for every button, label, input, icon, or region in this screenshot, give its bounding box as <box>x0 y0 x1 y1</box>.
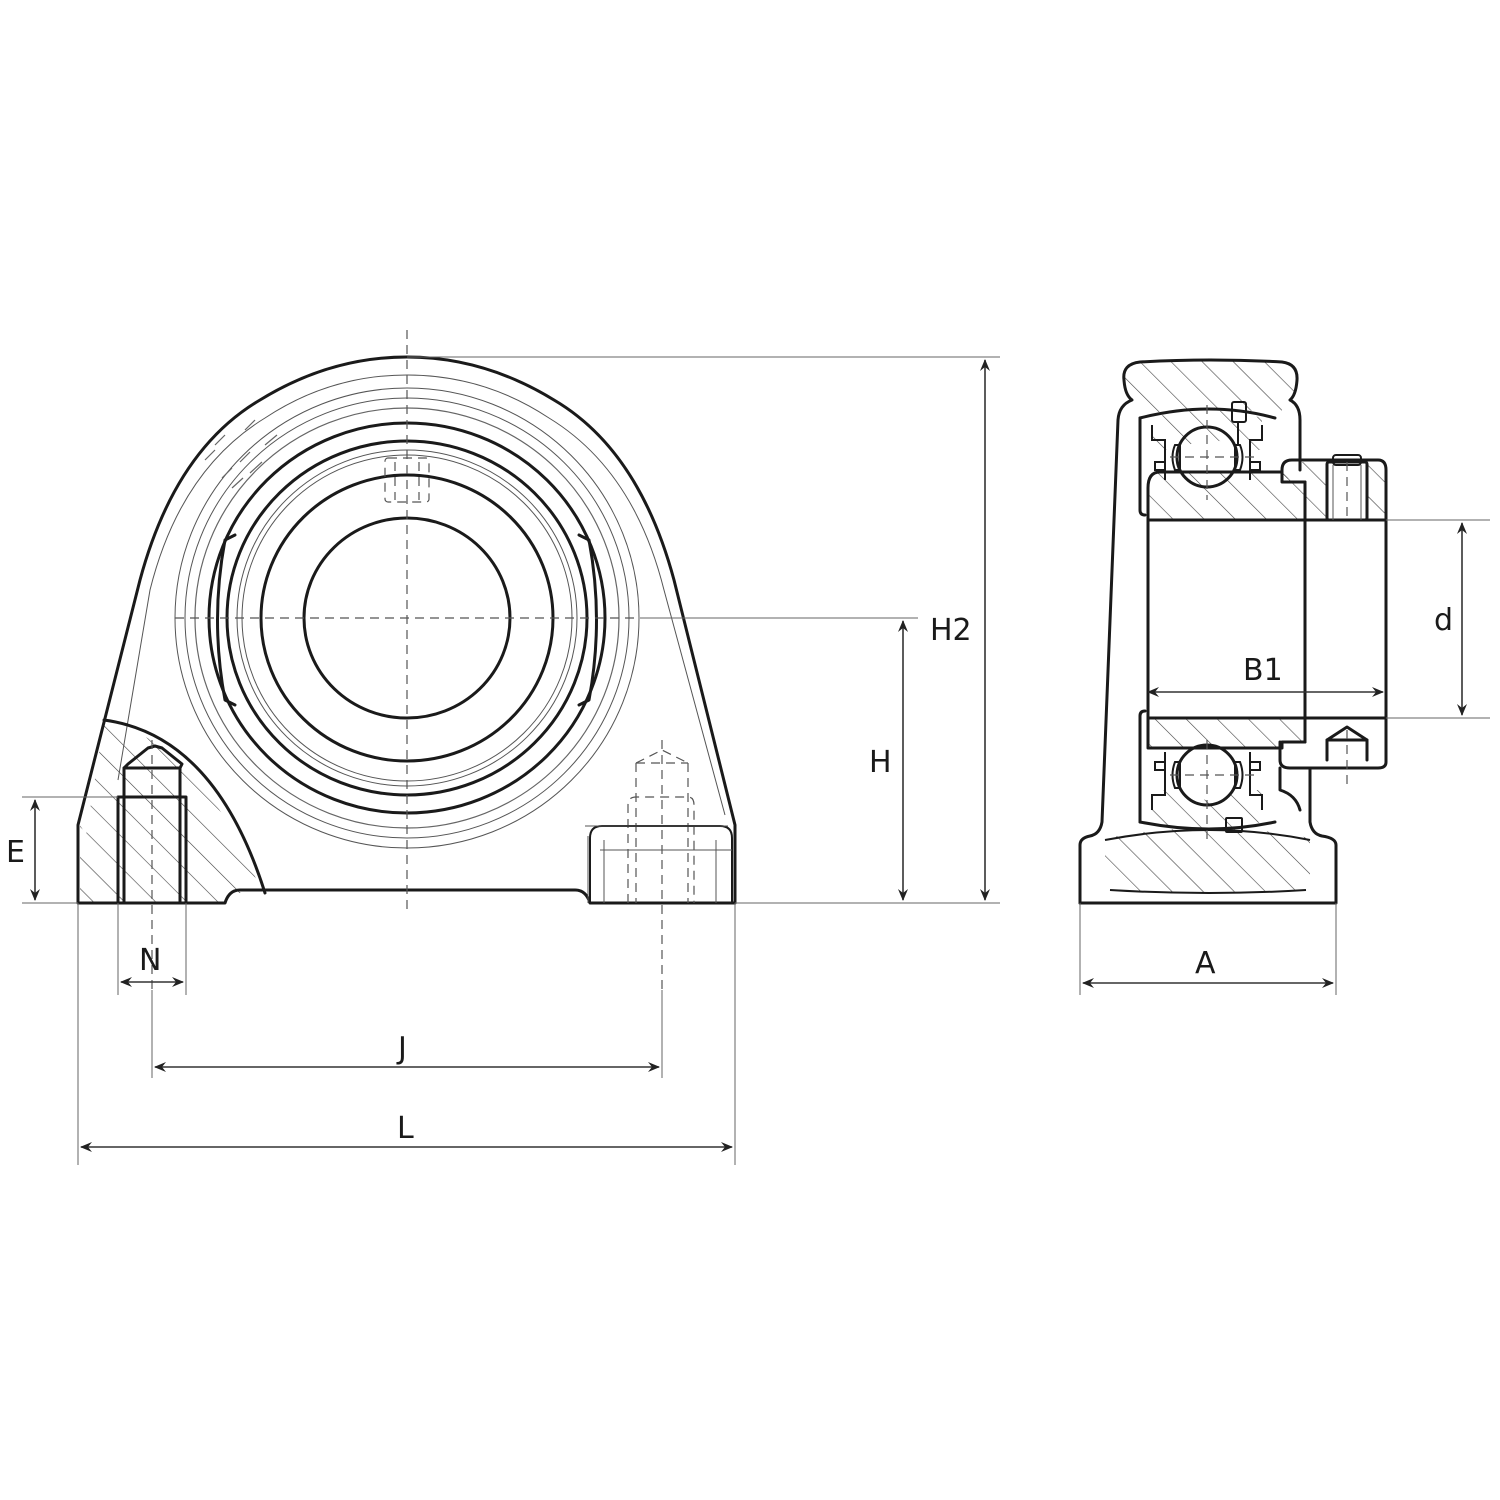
front-dimensions: H2 H E N J L <box>6 356 1000 1165</box>
locking-collar <box>1278 458 1388 770</box>
dim-label-d: d <box>1434 603 1453 638</box>
dim-label-n: N <box>139 943 161 978</box>
section-boundary <box>102 718 267 895</box>
front-view <box>76 330 737 990</box>
dim-label-e: E <box>6 835 25 870</box>
dim-label-h2: H2 <box>930 613 972 648</box>
dim-label-j: J <box>396 1031 407 1066</box>
housing-outline <box>76 355 737 905</box>
side-housing-outline <box>1078 358 1302 905</box>
side-view <box>1078 358 1388 905</box>
section-hatch-left <box>80 722 262 903</box>
bolt-hole-right <box>627 749 695 903</box>
dim-label-a: A <box>1195 946 1216 981</box>
bolt-hole-left <box>116 744 188 905</box>
side-dimensions: d B1 A <box>1079 519 1490 995</box>
dim-label-b1: B1 <box>1243 653 1283 688</box>
dim-label-l: L <box>397 1111 414 1146</box>
dim-label-h: H <box>869 745 892 780</box>
